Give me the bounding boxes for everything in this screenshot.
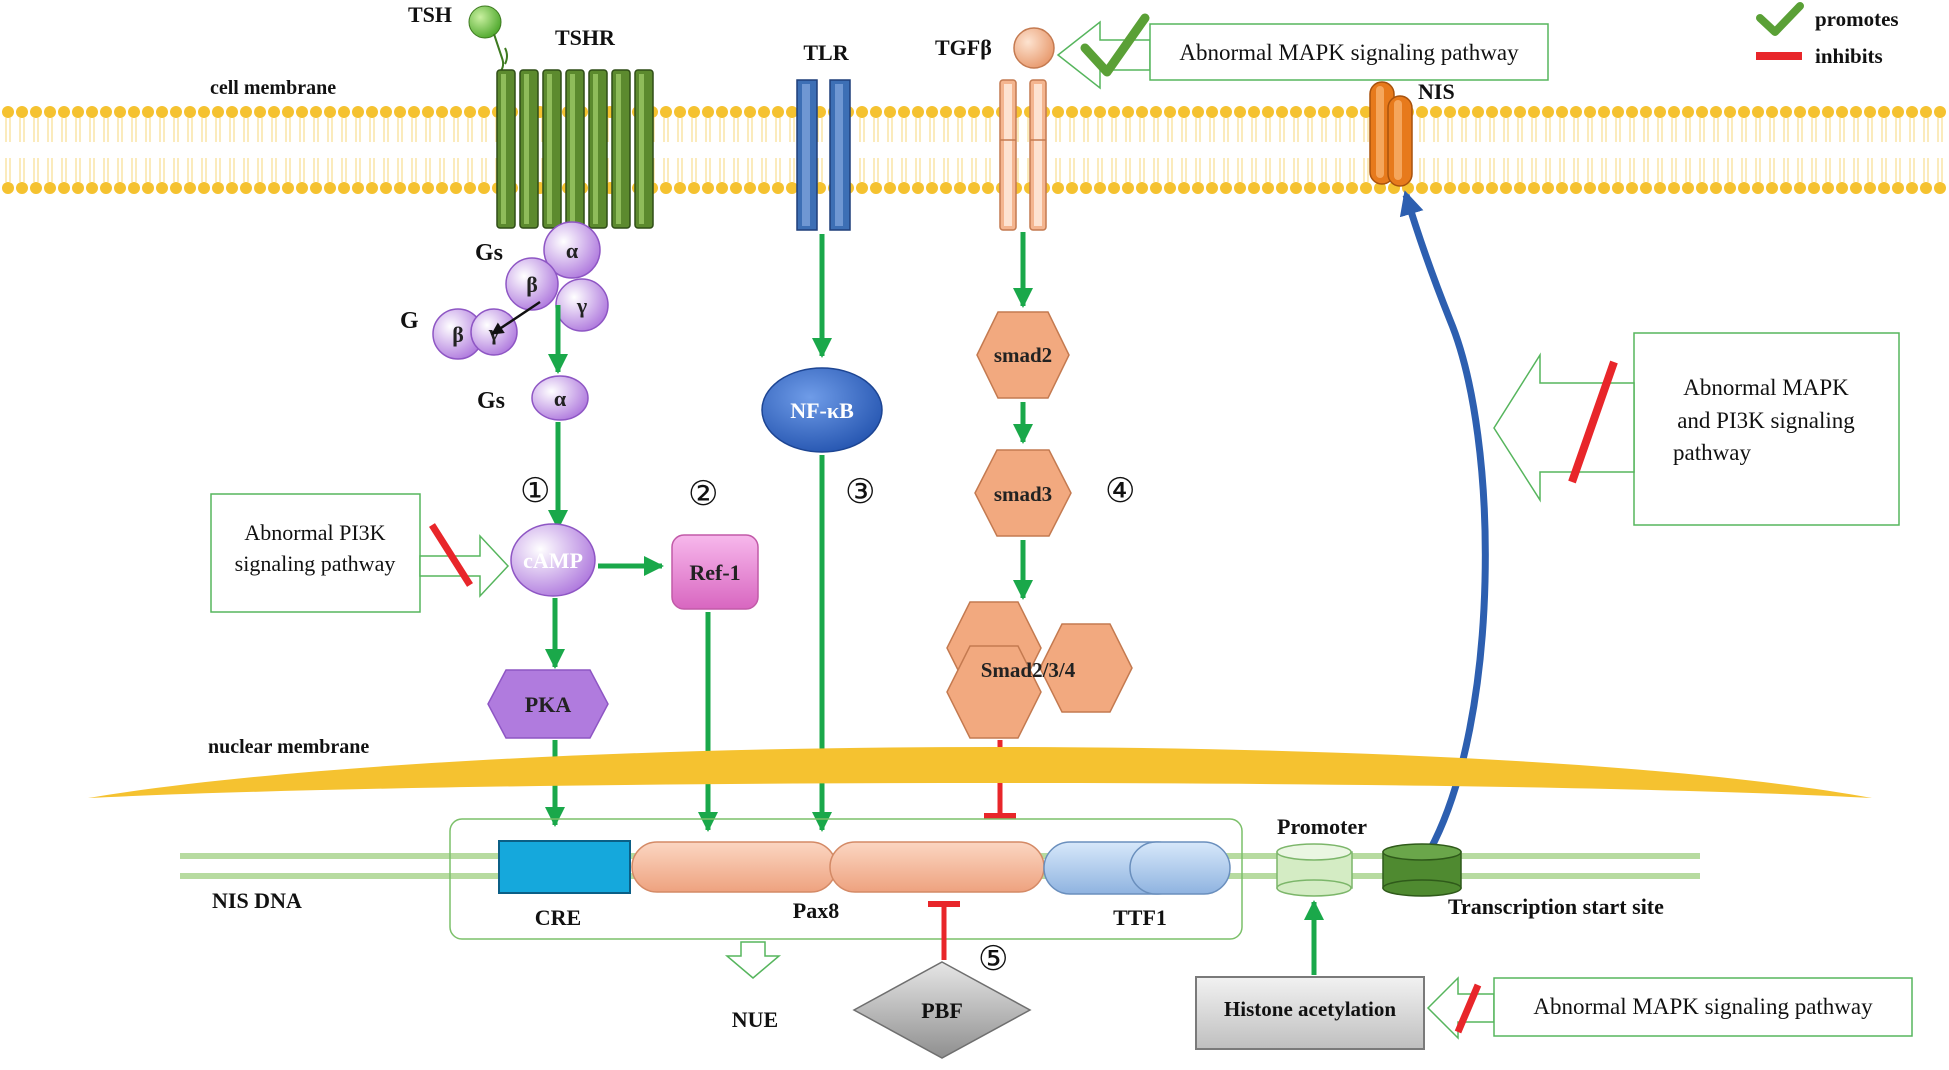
histone-box [1195,976,1425,1050]
pax8-segment-1 [631,841,837,893]
nuclear-membrane-label: nuclear membrane [208,736,369,758]
mapk-top-text: Abnormal MAPK signaling pathway [1179,40,1519,65]
gs-alpha-active [531,375,589,421]
ref1-label: Ref-1 [689,560,740,585]
tgfb-label: TGFβ [935,35,992,60]
ttf1-segment-2 [1129,841,1231,895]
g-beta-gamma-released: β γ [432,308,518,360]
legend-promotes-icon [1756,2,1804,36]
histone-label: Histone acetylation [1224,997,1396,1021]
smad3-node [974,449,1072,537]
dissociation-arrow [490,300,541,336]
pathway-number-3: ③ [845,474,875,511]
g-label-2: G [400,308,419,334]
camp-label: cAMP [523,548,583,573]
pi3k-hollow-arrow [419,534,510,598]
mapk-pi3k-hollow-arrow [1493,352,1635,503]
tlr-receptor [796,79,851,231]
g-alpha-label: α [566,238,579,263]
ttf1-label: TTF1 [1113,905,1167,930]
g-protein-complex: α β γ [505,221,609,332]
pathway-number-2: ② [688,476,718,513]
pi3k-box-line1: Abnormal PI3K [244,520,385,545]
pathway-number-1: ① [520,473,550,510]
tshr-loop [504,47,508,65]
nis-dna-label: NIS DNA [212,888,302,913]
tsh-ligand [468,5,502,39]
released-beta-label: β [452,322,464,347]
gs-label-3: Gs [477,388,505,414]
gs-label-1: Gs [475,240,503,266]
promoter-label: Promoter [1277,814,1367,839]
nis-expression-arrow [1399,190,1489,852]
smad234-label: Smad2/3/4 [981,658,1076,682]
gs-alpha-active-label: α [554,386,567,411]
nue-label: NUE [732,1007,778,1032]
pka-label: PKA [525,692,572,717]
legend-inhibits-label: inhibits [1815,44,1883,68]
tsh-label: TSH [408,2,452,27]
smad2-label: smad2 [994,343,1052,367]
smad3-label: smad3 [994,482,1052,506]
tshr-receptor [496,69,654,229]
g-beta-subunit [505,257,559,311]
transcription-start-site [1382,843,1462,897]
mapk-pi3k-box [1633,332,1900,526]
g-alpha-subunit [543,221,601,279]
nfkb-label: NF-κB [790,398,854,423]
pathway-number-5: ⑤ [978,941,1008,978]
nue-hollow-arrow [724,941,782,979]
nfkb-node [761,367,883,453]
nis-protein-label: NIS [1418,79,1455,104]
ref1-node [671,534,759,610]
mapk-top-box [1149,23,1549,81]
nuclear-membrane [88,747,1872,798]
mapk-top-hollow-arrow [1056,20,1151,90]
promoter-element [1276,843,1353,897]
mapk-bottom-hollow-arrow [1426,976,1495,1040]
tgfb-ligand [1013,27,1055,69]
mapk-pi3k-line2: and PI3K signaling [1677,408,1855,433]
tsh-tail [493,33,505,73]
tlr-label: TLR [803,40,849,65]
nue-region-box [449,818,1243,940]
pbf-label: PBF [921,998,963,1023]
cell-membrane-bilayer [2,106,1946,194]
mapk-pi3k-line1: Abnormal MAPK [1683,375,1849,400]
mapk-bottom-box [1493,977,1913,1037]
pi3k-box-line2: signaling pathway [235,551,396,576]
pi3k-inhibit-mark [429,523,473,587]
mapk-bottom-inhibit-mark [1454,983,1482,1034]
mapk-pi3k-line3: pathway [1673,440,1751,465]
pka-node [487,669,609,739]
smad234-complex [946,601,1133,739]
cre-element [498,840,631,894]
pax8-label: Pax8 [793,898,839,923]
g-gamma-label: γ [576,293,587,318]
pathway-number-4: ④ [1105,473,1135,510]
tshr-label: TSHR [555,25,616,50]
tgfb-receptor [999,79,1047,231]
pbf-node [852,961,1032,1059]
mapk-pi3k-inhibit-mark [1568,360,1618,484]
smad2-node [976,311,1070,399]
cre-label: CRE [535,905,581,930]
g-beta-label: β [526,272,538,297]
camp-node [510,523,596,597]
pi3k-box [210,493,421,613]
legend-promotes-label: promotes [1815,7,1899,31]
tss-label: Transcription start site [1448,894,1664,919]
mapk-bottom-text: Abnormal MAPK signaling pathway [1533,994,1873,1019]
nis-symporter [1369,81,1413,187]
pax8-segment-2 [829,841,1045,893]
cell-membrane-label: cell membrane [210,77,336,99]
mapk-top-check-icon [1080,13,1150,77]
